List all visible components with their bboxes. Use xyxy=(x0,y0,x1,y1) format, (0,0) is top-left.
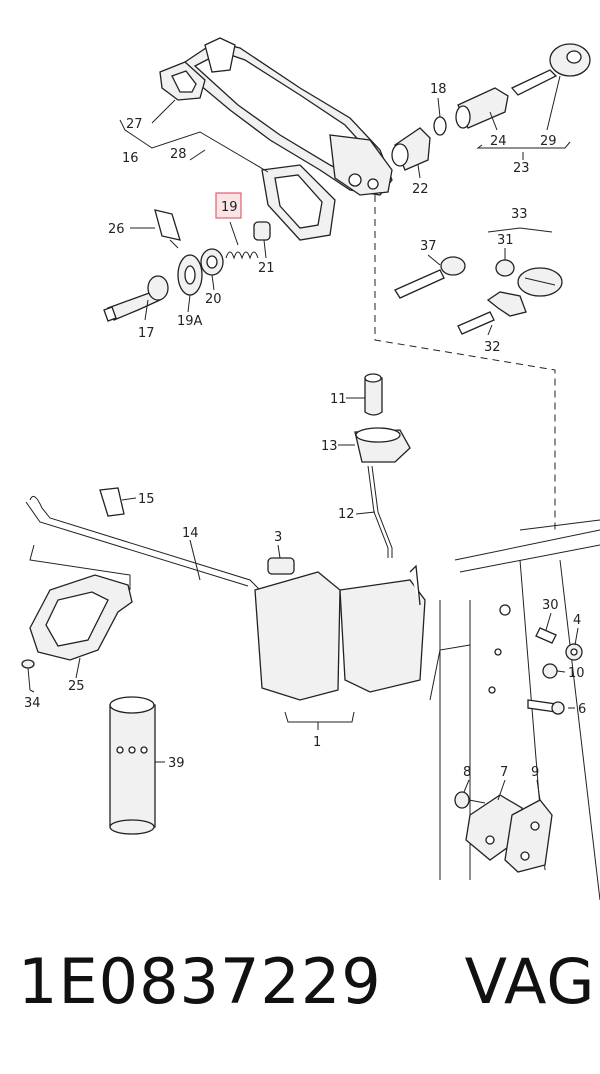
part-number-caption: 1E0837229 VAG xyxy=(18,945,595,1018)
cap-31-drawing xyxy=(495,259,515,277)
lock-1-drawing xyxy=(254,564,426,723)
label-24: 24 xyxy=(490,134,507,149)
ring-18-drawing xyxy=(433,116,447,136)
screw-34-drawing xyxy=(21,659,35,691)
label-10: 10 xyxy=(568,666,585,681)
spring-clip-27-drawing xyxy=(154,209,181,249)
label-4: 4 xyxy=(573,613,581,628)
label-12: 12 xyxy=(338,507,355,522)
part-number: 1E0837229 xyxy=(18,945,382,1018)
label-27: 26 xyxy=(108,222,125,237)
highlight-box xyxy=(215,192,242,219)
key-32-drawing xyxy=(457,291,527,335)
housing-22-drawing xyxy=(391,127,431,171)
label-20: 20 xyxy=(205,292,222,307)
door-handle-drawing xyxy=(184,37,393,196)
label-14: 14 xyxy=(182,526,199,541)
label-31: 31 xyxy=(497,233,514,248)
label-19: 19 xyxy=(221,200,238,215)
label-33: 33 xyxy=(511,207,528,222)
part-labels: 27 16 28 19 26 21 20 19A 17 18 24 29 23 … xyxy=(24,82,586,780)
part-3-drawing xyxy=(267,557,295,575)
cover-33-drawing xyxy=(517,267,563,297)
label-32: 32 xyxy=(484,340,501,355)
label-18: 18 xyxy=(430,82,447,97)
screw-30-drawing xyxy=(535,627,557,644)
spring-19-drawing xyxy=(225,251,259,260)
label-37: 37 xyxy=(420,239,437,254)
label-16: 16 xyxy=(122,151,139,166)
label-3: 3 xyxy=(274,530,282,545)
handle-29-drawing xyxy=(29,544,133,661)
label-11: 11 xyxy=(330,392,347,407)
label-25: 27 xyxy=(126,117,143,132)
cylinder-24-drawing xyxy=(455,87,509,129)
can-39-drawing xyxy=(109,696,156,835)
label-21: 21 xyxy=(258,261,275,276)
cap-11-drawing xyxy=(364,373,383,416)
label-26: 28 xyxy=(170,147,187,162)
key-37-drawing xyxy=(394,256,466,299)
label-17: 17 xyxy=(138,326,155,341)
label-1: 1 xyxy=(313,735,321,750)
label-15: 15 xyxy=(138,492,155,507)
bolt-6-drawing xyxy=(527,699,565,715)
nut-10-drawing xyxy=(542,663,558,679)
label-34: 34 xyxy=(24,696,41,711)
label-8: 8 xyxy=(463,765,471,780)
label-22: 22 xyxy=(412,182,429,197)
driver-20-drawing xyxy=(200,248,224,276)
label-30: 30 xyxy=(542,598,559,613)
label-6: 6 xyxy=(578,702,586,717)
label-7: 7 xyxy=(500,765,508,780)
door-body-drawing xyxy=(429,519,600,901)
washer-4-drawing xyxy=(565,643,583,661)
gasket-25-drawing xyxy=(159,61,206,101)
key-28-drawing xyxy=(510,43,591,96)
label-28: 29 xyxy=(540,134,557,149)
rod-12-drawing xyxy=(367,465,393,558)
label-39: 39 xyxy=(168,756,185,771)
label-19A: 19A xyxy=(177,314,203,329)
clip-15-drawing xyxy=(99,487,125,517)
cap-21-drawing xyxy=(253,221,271,241)
brand-name: VAG xyxy=(464,945,596,1018)
leader-lines xyxy=(29,75,579,801)
housing-13-drawing xyxy=(354,427,411,463)
label-9: 9 xyxy=(531,765,539,780)
rod-14-drawing xyxy=(25,495,261,591)
label-29: 25 xyxy=(68,679,85,694)
label-23: 23 xyxy=(513,161,530,176)
plate-19A-drawing xyxy=(177,254,203,296)
gasket-26-drawing xyxy=(261,164,336,241)
bolt-8-drawing xyxy=(454,791,486,809)
label-13: 13 xyxy=(321,439,338,454)
connector-dashed-line xyxy=(374,195,556,530)
lock-cylinder-17-drawing xyxy=(103,275,169,322)
